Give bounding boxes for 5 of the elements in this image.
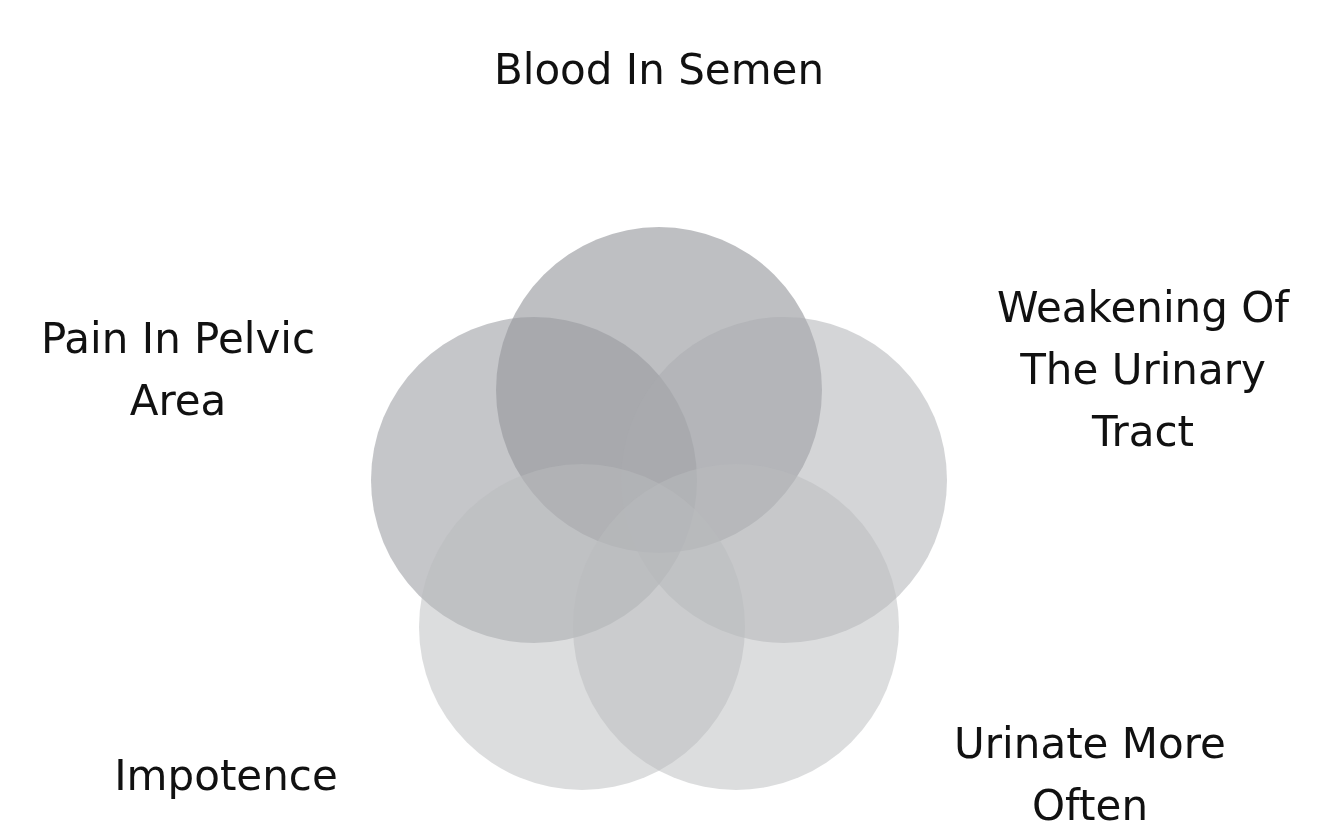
symptom-label: Blood In Semen [492,44,826,96]
symptom-label: Weakening Of The Urinary Tract [995,282,1291,458]
symptom-label: Pain In Pelvic Area [39,313,317,427]
symptom-label: Urinate More Often [953,718,1227,829]
symptom-label: Impotence [113,750,339,802]
